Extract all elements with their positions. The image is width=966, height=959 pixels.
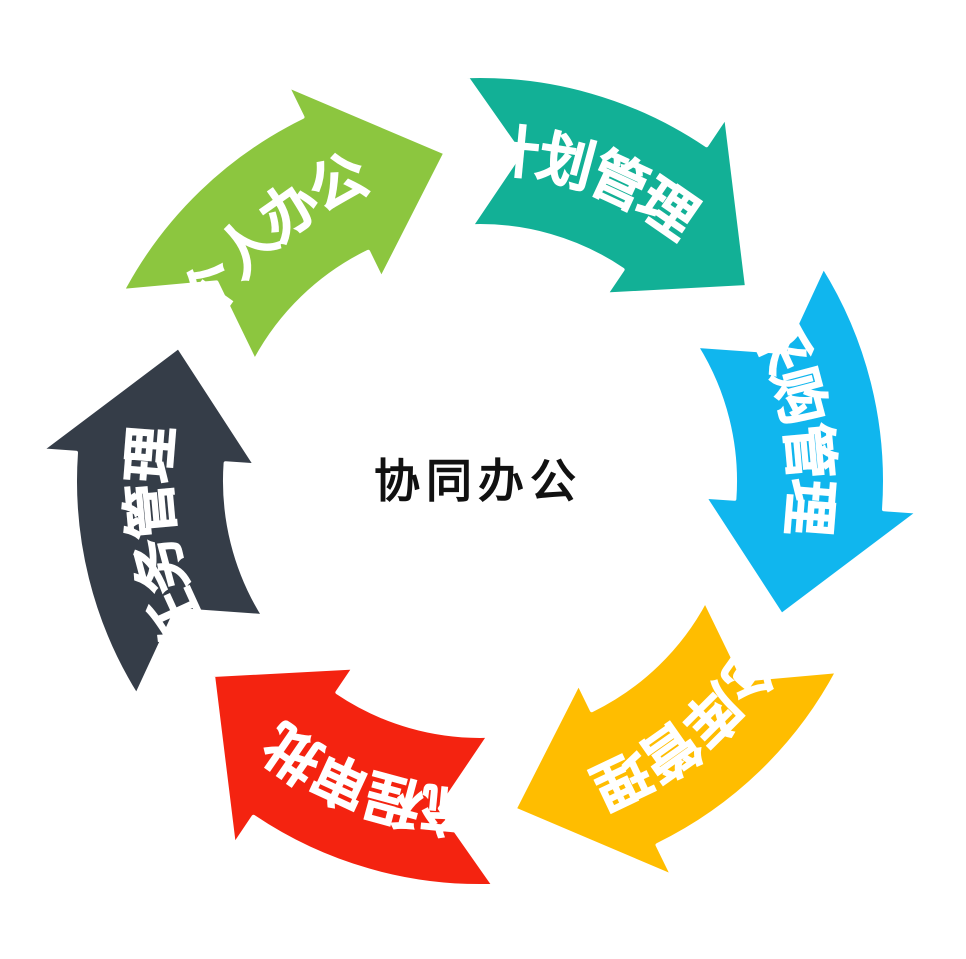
center-label: 协同办公 [374, 454, 582, 508]
arrow-shape [120, 83, 448, 364]
arrow-shape [39, 344, 266, 698]
cycle-segment-2: 计划管理 [463, 73, 749, 297]
arrow-shape [694, 264, 921, 618]
cycle-segment-1: 个人办公 [120, 83, 448, 364]
cycle-segment-3: 采购管理 [694, 264, 921, 618]
cycle-segment-4: 仓库管理 [512, 598, 840, 879]
arrow-ring: 个人办公计划管理采购管理仓库管理流程审批任务管理 [39, 73, 921, 889]
arrow-shape [211, 665, 497, 889]
cycle-segment-5: 流程审批 [211, 665, 497, 889]
arrow-shape [463, 73, 749, 297]
cycle-segment-6: 任务管理 [39, 344, 266, 698]
arrow-shape [512, 598, 840, 879]
